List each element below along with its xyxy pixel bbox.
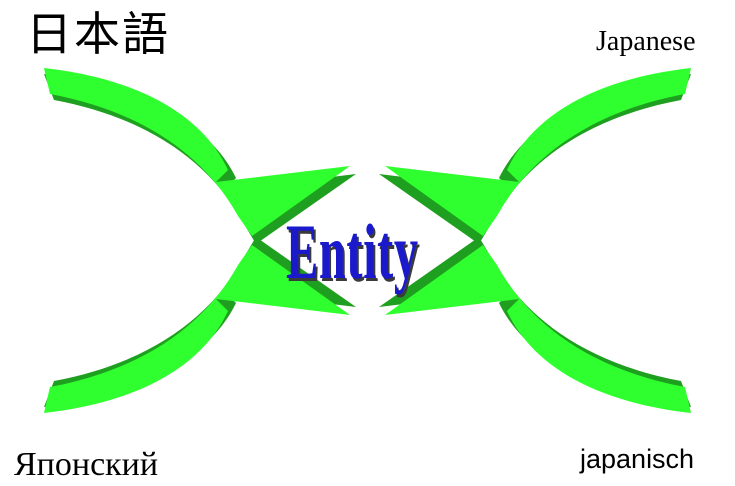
- arrow-top-right: [379, 68, 691, 244]
- arrow-bottom-right: [379, 237, 691, 413]
- label-english: Japanese: [596, 26, 696, 57]
- arrow-bottom-left-face: [44, 245, 350, 413]
- arrow-top-left: [44, 68, 356, 244]
- arrow-bottom-left: [44, 237, 356, 413]
- label-german: japanisch: [580, 444, 695, 474]
- center-entity-label: Entity: [286, 208, 419, 295]
- arrow-top-right-face: [385, 68, 691, 236]
- label-russian: Японский: [14, 446, 159, 483]
- arrow-top-left-face: [44, 68, 350, 236]
- label-japanese-native: 日本語: [26, 7, 170, 61]
- arrow-bottom-right-face: [385, 245, 691, 413]
